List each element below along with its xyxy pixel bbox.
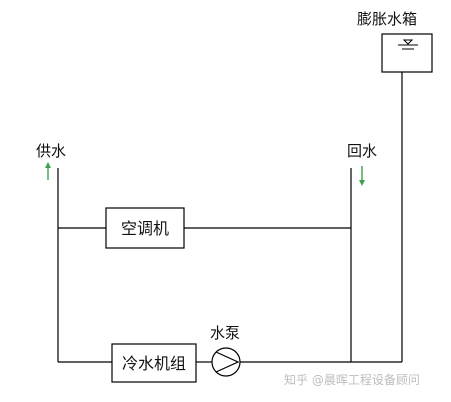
chiller-label: 冷水机组 xyxy=(122,354,186,373)
return-marker: 回水 xyxy=(347,142,377,186)
flow-arrow-icon xyxy=(359,166,365,186)
supply-label: 供水 xyxy=(36,142,66,160)
tank-icon xyxy=(381,33,433,73)
piping xyxy=(57,72,403,363)
pump-icon xyxy=(211,347,241,377)
pump: 水泵 xyxy=(210,324,241,377)
tank-label: 膨胀水箱 xyxy=(357,10,417,28)
expansion-tank: 膨胀水箱 xyxy=(357,10,433,73)
ahu-label: 空调机 xyxy=(121,219,169,238)
chiller-box: 冷水机组 xyxy=(111,343,197,383)
tank-level-marker xyxy=(402,39,414,45)
flow-arrow-icon xyxy=(45,162,51,180)
supply-marker: 供水 xyxy=(36,142,66,180)
watermark: 知乎 @晨晖工程设备顾问 xyxy=(284,372,420,387)
return-label: 回水 xyxy=(347,142,377,160)
ahu-box: 空调机 xyxy=(105,207,185,249)
pump-label: 水泵 xyxy=(210,324,240,342)
